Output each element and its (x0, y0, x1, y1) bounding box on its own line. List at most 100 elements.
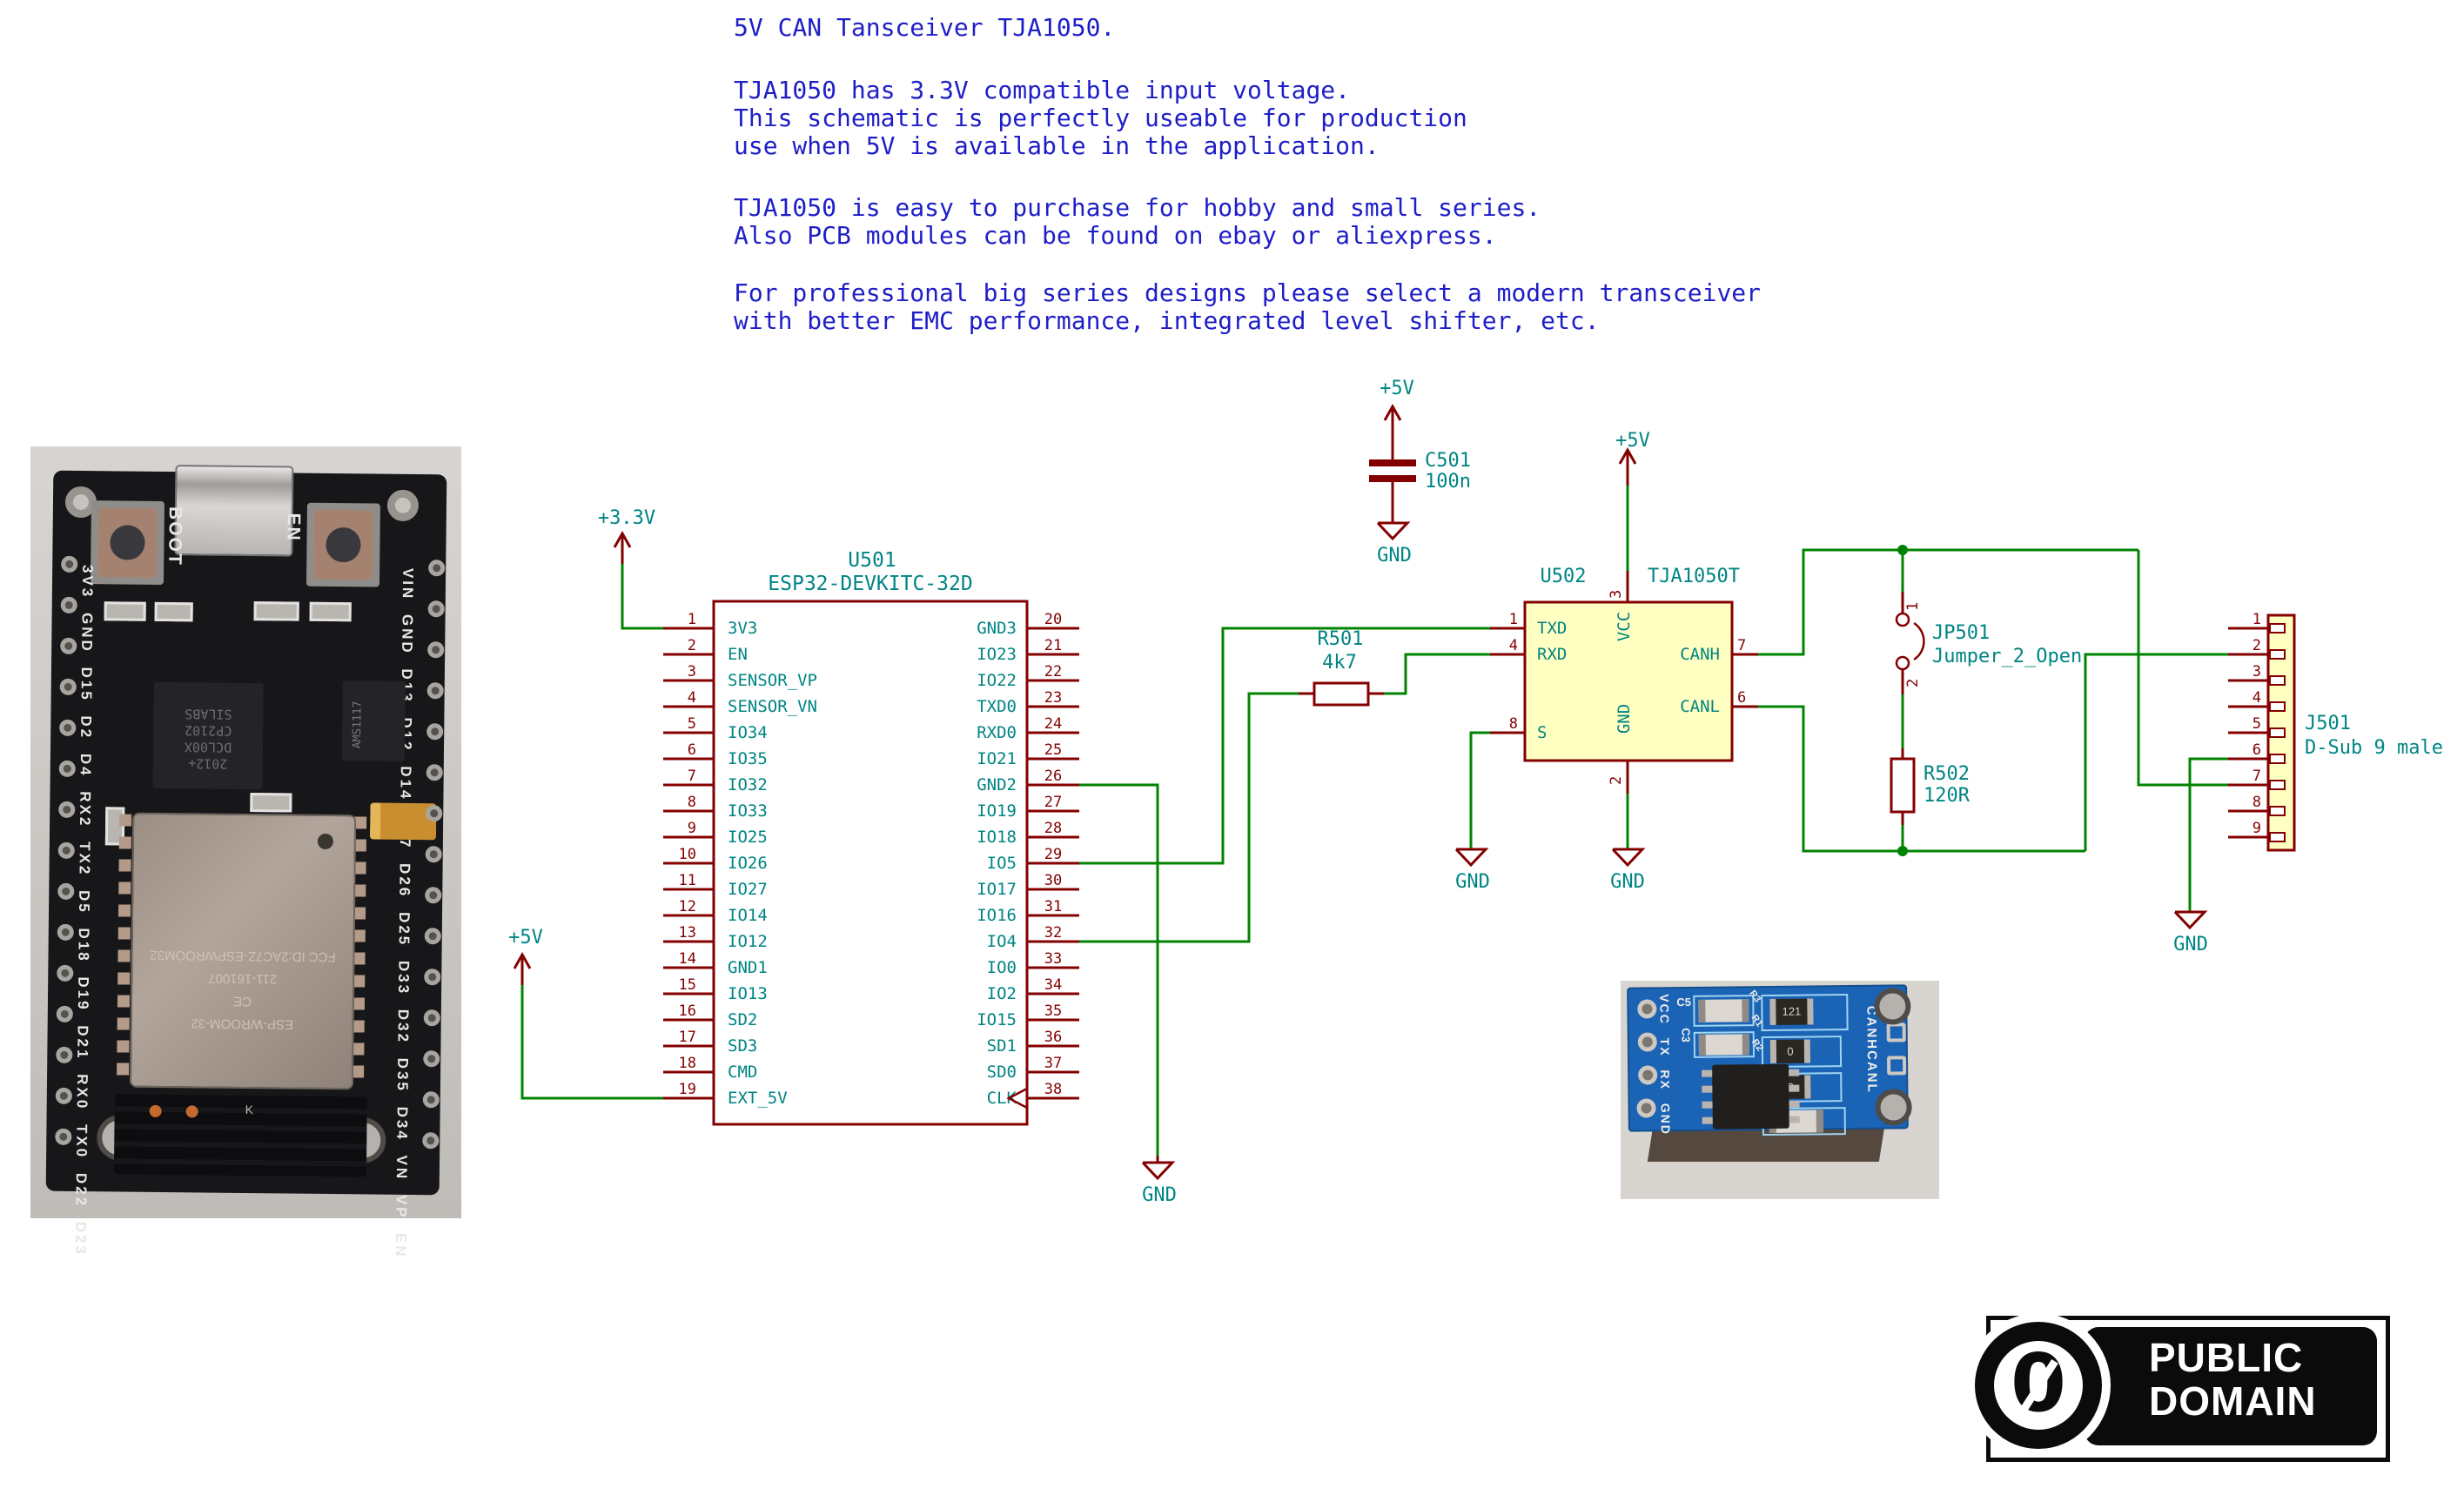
svg-text:12: 12 (679, 898, 696, 915)
svg-text:5: 5 (688, 715, 696, 733)
badge-line2: DOMAIN (2149, 1378, 2317, 1424)
svg-text:VCC: VCC (1615, 612, 1634, 641)
svg-text:22: 22 (1044, 663, 1062, 680)
svg-text:CLK: CLK (987, 1089, 1017, 1108)
note-line-2: This schematic is perfectly useable for … (734, 104, 1467, 132)
svg-text:23: 23 (1044, 689, 1062, 707)
svg-text:SD0: SD0 (987, 1063, 1017, 1082)
svg-text:IO26: IO26 (728, 854, 768, 873)
can-module-board: VCC TX RX GND C5 C3 R3 R1 R2 121 0 0 (1627, 984, 1912, 1136)
cc0-symbol-icon: 0 (1975, 1322, 2102, 1449)
svg-text:IO32: IO32 (728, 775, 768, 794)
svg-text:6: 6 (688, 741, 696, 759)
svg-text:IO16: IO16 (977, 906, 1017, 925)
power-flag-3v3: +3.3V (597, 507, 656, 529)
cap-label-c5: C5 (1676, 995, 1692, 1009)
svg-text:27: 27 (1044, 794, 1062, 811)
u502-ref: U502 (1540, 566, 1587, 587)
svg-text:13: 13 (679, 924, 696, 942)
svg-text:CANH: CANH (1680, 645, 1720, 664)
svg-text:16: 16 (679, 1002, 696, 1020)
svg-text:30: 30 (1044, 872, 1062, 889)
svg-text:IO21: IO21 (977, 749, 1017, 768)
svg-text:1: 1 (1509, 611, 1518, 628)
solder-pad (1886, 1056, 1907, 1076)
c501-ref: C501 (1425, 450, 1471, 472)
module-left-pin-silk: VCC TX RX GND (1657, 994, 1673, 1136)
jp501-ref: JP501 (1932, 622, 1991, 644)
wires (520, 486, 2228, 1161)
svg-text:IO13: IO13 (728, 984, 768, 1003)
svg-text:3: 3 (688, 663, 696, 680)
svg-text:IO18: IO18 (977, 828, 1017, 847)
svg-text:2: 2 (1904, 679, 1922, 687)
note-line-4: TJA1050 is easy to purchase for hobby an… (734, 193, 1541, 222)
svg-text:4: 4 (1509, 637, 1518, 654)
svg-text:36: 36 (1044, 1029, 1062, 1046)
svg-text:CANL: CANL (1680, 697, 1720, 716)
svg-text:8: 8 (2253, 794, 2261, 811)
svg-text:SD2: SD2 (728, 1010, 757, 1029)
r502-value: 120R (1924, 785, 1970, 807)
gnd-label: GND (1610, 871, 1645, 893)
svg-text:1: 1 (688, 611, 696, 628)
pin-hole-icon (1636, 1098, 1656, 1118)
svg-text:SD1: SD1 (987, 1036, 1017, 1056)
svg-text:IO14: IO14 (728, 906, 768, 925)
note-line-7: with better EMC performance, integrated … (734, 306, 1600, 335)
esp32-devkit-photo: BOOT EN 3V3 GND D15 D2 D4 RX2 TX2 D5 D18… (30, 446, 461, 1259)
c501-value: 100n (1425, 471, 1471, 493)
svg-text:EXT_5V: EXT_5V (728, 1089, 788, 1108)
svg-text:IO19: IO19 (977, 801, 1017, 821)
r502-symbol (1890, 748, 1916, 825)
svg-text:IO5: IO5 (987, 854, 1017, 873)
svg-text:3: 3 (2253, 663, 2261, 680)
svg-text:20: 20 (1044, 611, 1062, 628)
j501-value: D-Sub 9 male (2305, 737, 2443, 759)
badge-line1: PUBLIC (2149, 1335, 2304, 1380)
svg-text:IO34: IO34 (728, 723, 768, 742)
gnd-label: GND (1455, 871, 1490, 893)
svg-text:2: 2 (1608, 776, 1625, 785)
svg-text:10: 10 (679, 846, 696, 863)
svg-text:34: 34 (1044, 976, 1062, 994)
svg-text:1: 1 (2253, 611, 2261, 628)
pin-hole-icon (1638, 1065, 1658, 1085)
svg-text:7: 7 (1737, 637, 1746, 654)
badge-banner: PUBLIC DOMAIN (2085, 1327, 2377, 1445)
svg-text:IO15: IO15 (977, 1010, 1017, 1029)
tja1050-chip (1702, 1063, 1800, 1130)
j501-ref: J501 (2305, 713, 2351, 734)
svg-text:19: 19 (679, 1081, 696, 1098)
termination-resistor-121: 121 (1769, 998, 1814, 1025)
svg-text:GND: GND (1615, 704, 1634, 734)
svg-text:1: 1 (1904, 602, 1922, 611)
solder-pad (1886, 1022, 1906, 1042)
svg-text:RXD: RXD (1537, 645, 1567, 664)
svg-text:35: 35 (1044, 1002, 1062, 1020)
svg-text:IO23: IO23 (977, 645, 1017, 664)
power-flag-5v: +5V (1615, 430, 1650, 452)
power-flag-5v: +5V (1380, 378, 1414, 399)
r502-ref: R502 (1924, 763, 1970, 785)
note-title: 5V CAN Tansceiver TJA1050. (734, 13, 1116, 42)
zero-ohm-resistor: 0 (1769, 1039, 1811, 1063)
svg-text:IO27: IO27 (728, 880, 768, 899)
c501-symbol (1369, 426, 1416, 523)
u501-ref: U501 (848, 549, 896, 572)
svg-text:IO35: IO35 (728, 749, 768, 768)
svg-text:IO25: IO25 (728, 828, 768, 847)
svg-text:37: 37 (1044, 1055, 1062, 1072)
svg-text:9: 9 (688, 820, 696, 837)
svg-text:31: 31 (1044, 898, 1062, 915)
mount-hole-icon (1874, 988, 1911, 1025)
svg-text:21: 21 (1044, 637, 1062, 654)
svg-text:7: 7 (2253, 768, 2261, 785)
cap-label-c3: C3 (1679, 1028, 1693, 1042)
jp501-symbol: 12 (1895, 592, 1925, 694)
note-line-1: TJA1050 has 3.3V compatible input voltag… (734, 76, 1351, 104)
svg-text:IO0: IO0 (987, 958, 1017, 977)
